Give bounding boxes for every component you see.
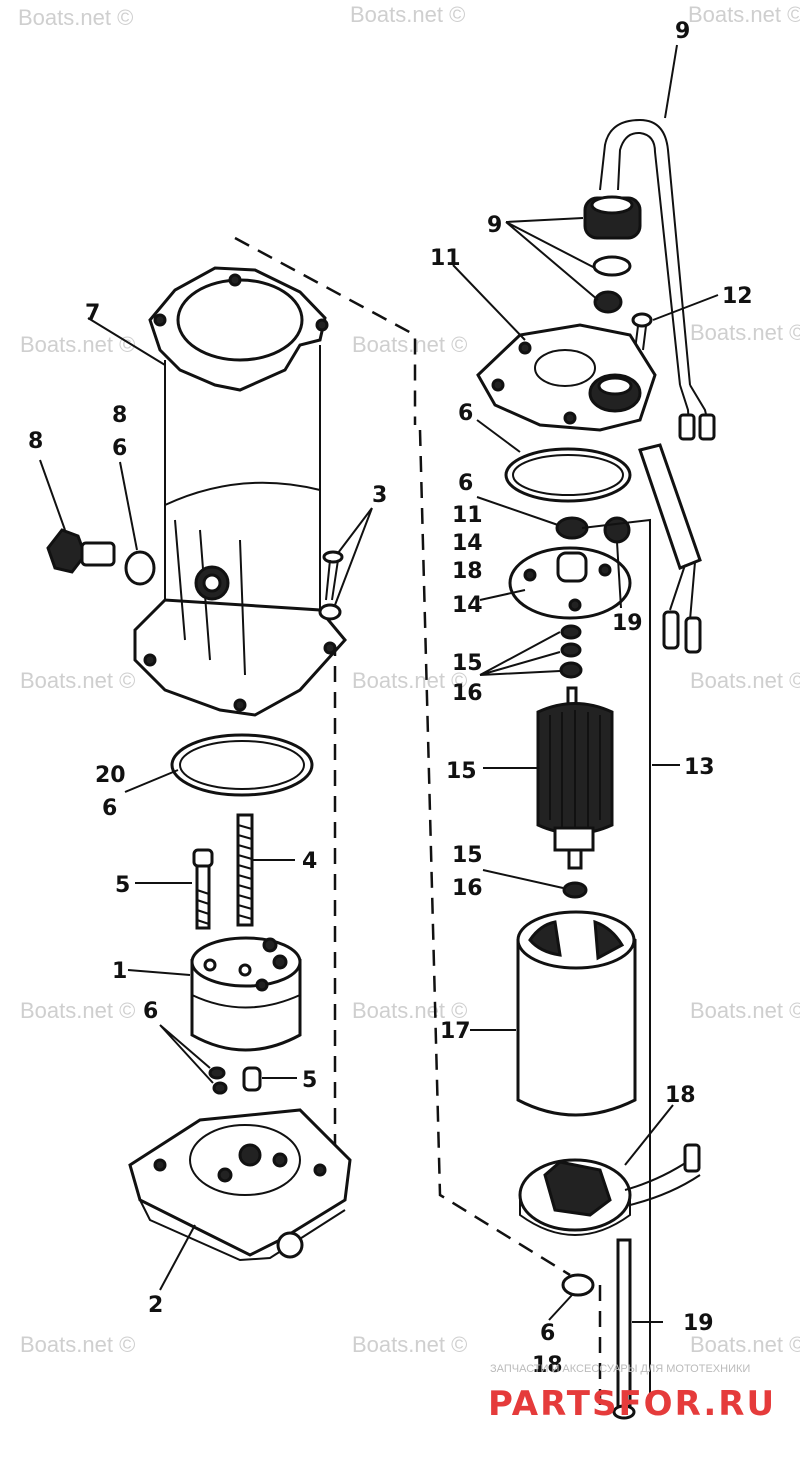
thrust-washer [560, 624, 582, 640]
small-o-ring [208, 1066, 226, 1080]
callout-19: 19 [683, 1311, 714, 1336]
housing-o-ring-inner [179, 740, 305, 790]
callout-9: 9 [487, 213, 502, 238]
watermark: Boats.net © [690, 998, 800, 1023]
callout-18: 18 [532, 1353, 563, 1378]
long-bolt [192, 848, 214, 930]
callout-numbers: 7 8 6 8 3 20 6 4 5 1 6 5 2 9 9 11 12 6 6… [28, 19, 753, 1378]
assembly-dash-lines [234, 236, 602, 1410]
fill-plug [46, 528, 116, 574]
callout-20: 20 [95, 763, 126, 788]
stud [236, 813, 254, 927]
pump-body [190, 936, 302, 1052]
watermark: Boats.net © [20, 1332, 135, 1357]
callout-16: 16 [452, 876, 483, 901]
grommet-stack [583, 195, 642, 314]
callout-14: 14 [452, 593, 483, 618]
callout-18: 18 [452, 559, 483, 584]
callout-12: 12 [722, 284, 753, 309]
small-o-ring [212, 1081, 228, 1095]
callout-4: 4 [302, 849, 317, 874]
callout-7: 7 [85, 301, 100, 326]
cover-o-ring-inner [512, 454, 624, 496]
wire-harness [599, 118, 716, 441]
watermark: Boats.net © [690, 1332, 800, 1357]
callout-5: 5 [115, 873, 130, 898]
thrust-washer [560, 642, 582, 658]
housing-screw [318, 550, 344, 621]
brand-tagline: ЗАПЧАСТИ И АКСЕССУАРЫ ДЛЯ МОТОТЕХНИКИ [490, 1363, 750, 1375]
watermark: Boats.net © [352, 998, 467, 1023]
callout-6: 6 [143, 999, 158, 1024]
pump-housing [133, 266, 347, 717]
callout-15: 15 [452, 843, 483, 868]
watermarks: Boats.net © Boats.net © Boats.net © Boat… [18, 2, 800, 1357]
callout-11: 11 [452, 503, 483, 528]
callout-16: 16 [452, 681, 483, 706]
callout-8: 8 [28, 429, 43, 454]
callout-2: 2 [148, 1293, 163, 1318]
watermark: Boats.net © [20, 998, 135, 1023]
watermark: Boats.net © [690, 668, 800, 693]
callout-17: 17 [440, 1019, 471, 1044]
callout-9: 9 [675, 19, 690, 44]
callout-6: 6 [540, 1321, 555, 1346]
leader-lines [39, 44, 719, 1410]
callout-3: 3 [372, 483, 387, 508]
motor-frame [516, 910, 637, 1117]
watermark: Boats.net © [352, 1332, 467, 1357]
armature-washer [562, 881, 588, 899]
callout-1: 1 [112, 959, 127, 984]
callout-8: 8 [112, 403, 127, 428]
callout-11: 11 [430, 246, 461, 271]
brush-plate [518, 1143, 701, 1236]
watermark: Boats.net © [690, 320, 800, 345]
dowel-pin [242, 1066, 262, 1092]
pump-base [128, 1108, 352, 1262]
through-bolt [612, 1238, 636, 1420]
watermark: Boats.net © [352, 332, 467, 357]
housing-o-ring [170, 733, 314, 797]
seal [603, 516, 631, 544]
callout-13: 13 [684, 755, 715, 780]
bearing-plate [508, 546, 632, 620]
watermark: Boats.net © [20, 668, 135, 693]
wire-sleeve [638, 443, 702, 654]
callout-6: 6 [458, 471, 473, 496]
callout-5: 5 [302, 1068, 317, 1093]
watermark: Boats.net © [352, 668, 467, 693]
callout-6: 6 [458, 401, 473, 426]
callout-15: 15 [452, 651, 483, 676]
watermark: Boats.net © [350, 2, 465, 27]
base-washer [561, 1273, 595, 1297]
watermark: Boats.net © [18, 5, 133, 30]
callout-18: 18 [665, 1083, 696, 1108]
callout-19: 19 [612, 611, 643, 636]
cover-o-ring [504, 447, 632, 503]
thrust-washer [559, 661, 583, 679]
callout-6: 6 [112, 436, 127, 461]
brand-logo: PARTSFOR.RU [488, 1384, 776, 1424]
footer-brand: ЗАПЧАСТИ И АКСЕССУАРЫ ДЛЯ МОТОТЕХНИКИ PA… [488, 1363, 776, 1424]
plug-washer [124, 550, 156, 586]
callout-14: 14 [452, 531, 483, 556]
motor-end-cover [476, 323, 657, 432]
callout-15: 15 [446, 759, 477, 784]
callout-6: 6 [102, 796, 117, 821]
watermark: Boats.net © [688, 2, 800, 27]
armature [536, 686, 614, 870]
